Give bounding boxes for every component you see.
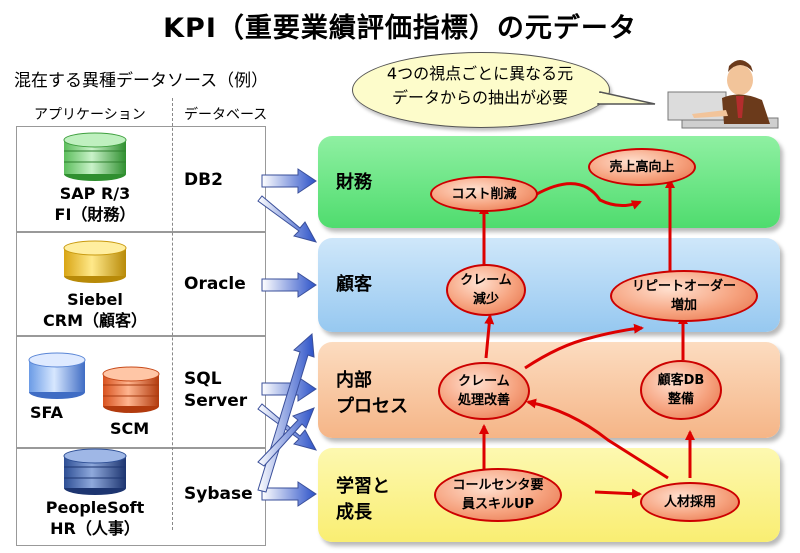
page-title: KPI（重要業績評価指標）の元データ: [163, 13, 637, 44]
arrow-process-to-repeat: [524, 323, 644, 370]
siebel-database-icon: [63, 240, 127, 283]
arrow-process-to-claims: [484, 314, 495, 359]
kpi-sales-up: 売上高向上: [588, 148, 696, 186]
header-databases: データベース: [184, 107, 268, 123]
speech-bubble: [352, 52, 610, 128]
app-box-siebel: [16, 232, 266, 336]
subtitle: 混在する異種データソース（例）: [14, 71, 269, 91]
app-label-scm: SCM: [110, 419, 150, 438]
arrow-sybase-process: [257, 407, 315, 467]
kpi-claims-process: クレーム処理改善: [438, 362, 530, 420]
db-label-db2: DB2: [184, 170, 223, 190]
app-box-peoplesoft: [16, 448, 266, 546]
arrow-callcenter-to-hiring: [594, 488, 642, 499]
sfa-database-icon: [28, 352, 86, 399]
person-laptop-icon: [667, 60, 779, 129]
kpi-repeat-orders: リピートオーダー増加: [610, 270, 758, 322]
header-applications: アプリケーション: [34, 107, 146, 123]
arrow-oracle-customer: [261, 272, 317, 298]
perspective-process-label: 内部プロセス: [336, 370, 408, 417]
db-label-oracle: Oracle: [184, 274, 246, 294]
arrow-db2-customer: [257, 195, 318, 243]
kpi-claims-down: クレーム減少: [446, 264, 526, 316]
perspective-finance-label: 財務: [336, 172, 372, 193]
kpi-hiring: 人材採用: [640, 482, 740, 522]
arrow-db2-finance: [261, 168, 317, 194]
scm-database-icon: [102, 366, 160, 413]
db-label-sybase: Sybase: [184, 484, 253, 504]
kpi-callcenter-skill: コールセンタ要員スキルUP: [434, 468, 562, 522]
band-finance: [318, 136, 780, 228]
kpi-cost-reduction: コスト削減: [430, 176, 538, 212]
app-label-sfa: SFA: [30, 403, 63, 422]
arrow-cost-to-sales: [534, 182, 642, 210]
bubble-text: 4つの視点ごとに異なる元 データからの抽出が必要: [386, 64, 574, 107]
sap-database-icon: [63, 132, 127, 181]
arrow-sybase-learning: [261, 481, 317, 507]
perspective-customer-label: 顧客: [336, 274, 372, 295]
arrow-sqlserver-learning: [257, 403, 318, 451]
peoplesoft-database-icon: [63, 448, 127, 495]
perspective-learning-label: 学習と成長: [336, 476, 390, 523]
app-box-sap: [16, 126, 266, 232]
column-divider: [172, 98, 173, 530]
arrow-hiring-to-process: [526, 398, 669, 480]
